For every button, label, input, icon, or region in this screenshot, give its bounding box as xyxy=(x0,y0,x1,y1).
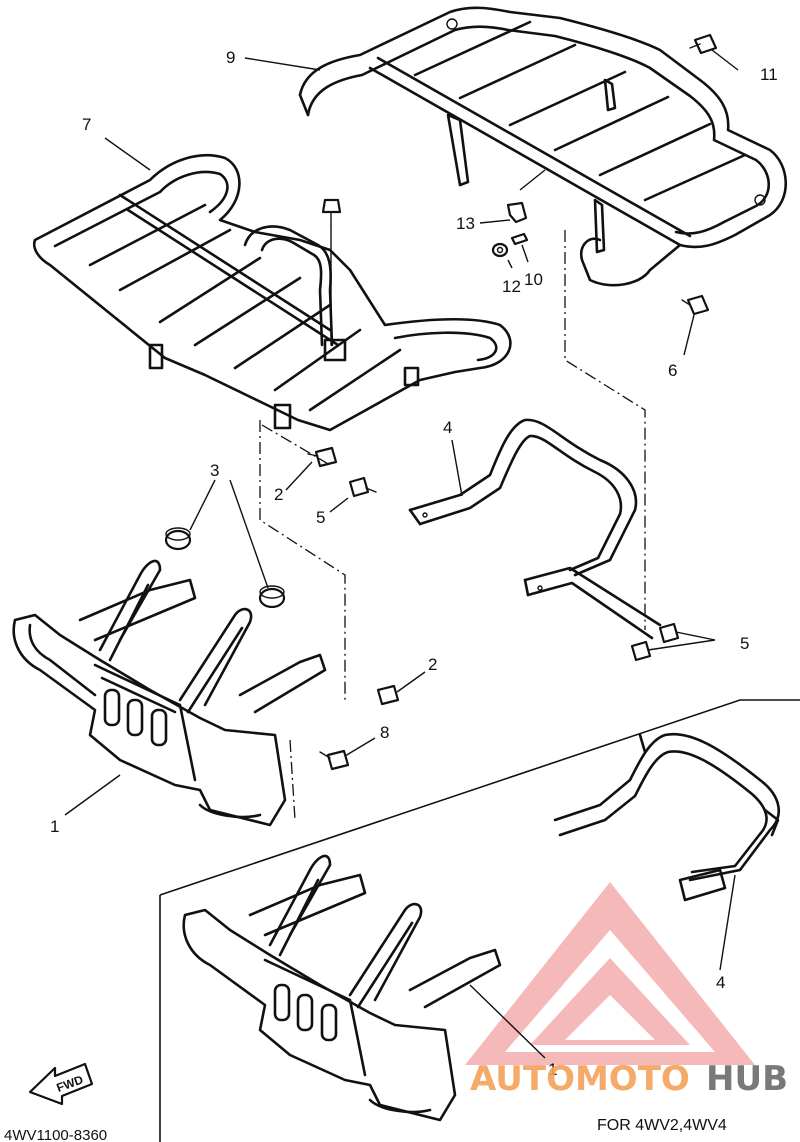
callout-6: 6 xyxy=(668,361,677,380)
bolt-8 xyxy=(319,749,350,771)
bolt-11 xyxy=(689,33,718,55)
callout-7: 7 xyxy=(82,115,91,134)
callout-5-lower: 5 xyxy=(740,634,749,653)
callout-1-inset: 1 xyxy=(548,1060,557,1079)
fwd-arrow-icon: FWD xyxy=(28,1062,94,1106)
bolt-6 xyxy=(681,294,710,316)
front-carrier-bolt xyxy=(321,198,342,346)
assembly-lines xyxy=(259,230,646,821)
rear-grab-bar xyxy=(408,418,662,640)
grommet-3-a xyxy=(164,527,192,551)
callout-13: 13 xyxy=(456,214,475,233)
watermark-auto: AUTOMOTO xyxy=(470,1059,690,1099)
callout-12: 12 xyxy=(502,277,521,296)
grommet-3-b xyxy=(258,585,286,609)
callout-4-inset: 4 xyxy=(716,973,725,992)
front-bumper xyxy=(12,559,327,827)
variant-inset-frame xyxy=(159,699,800,1142)
drawing-code: 4WV1100-8360 xyxy=(4,1127,107,1142)
front-carrier xyxy=(32,153,512,432)
bolt-2-upper xyxy=(307,446,338,468)
callout-11: 11 xyxy=(760,65,778,84)
watermark-logo xyxy=(465,882,755,1065)
watermark-hub: HUB xyxy=(706,1059,788,1099)
bolt-2-lower xyxy=(376,684,400,706)
bolt-5-upper xyxy=(348,476,377,498)
callout-10: 10 xyxy=(524,270,543,289)
bolt-5-lower-b xyxy=(630,640,652,662)
inset-front-bumper xyxy=(182,854,502,1122)
bolt-5-lower-a xyxy=(658,622,680,644)
callout-8: 8 xyxy=(380,723,389,742)
callout-5-upper: 5 xyxy=(316,508,325,527)
callout-2-lower: 2 xyxy=(428,655,437,674)
callout-2-upper: 2 xyxy=(274,485,283,504)
inset-grab-bar xyxy=(553,732,780,902)
variant-note: FOR 4WV2,4WV4 xyxy=(597,1117,727,1134)
callout-4: 4 xyxy=(443,418,452,437)
watermark-text: AUTOMOTO HUB xyxy=(470,1059,788,1099)
callout-1: 1 xyxy=(50,817,59,836)
rear-carrier xyxy=(298,6,788,287)
callout-3: 3 xyxy=(210,461,219,480)
callout-9: 9 xyxy=(226,48,235,67)
clip-nut-pin-set xyxy=(491,169,546,258)
leader-lines xyxy=(64,49,739,1059)
